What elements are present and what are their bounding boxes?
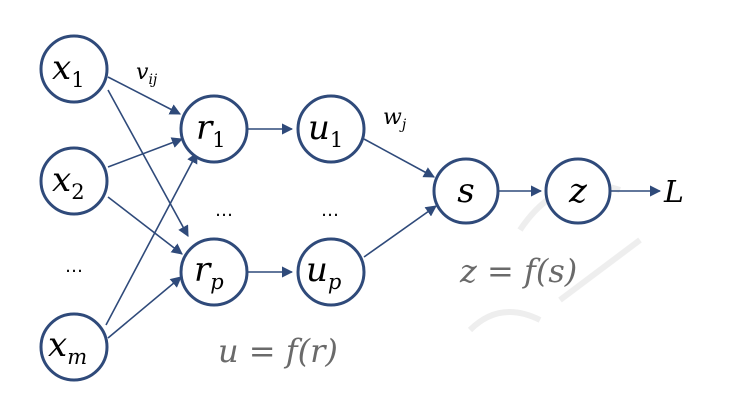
node-x1 — [39, 34, 109, 104]
node-xm — [39, 312, 109, 382]
ellipsis-hidden-u: … — [321, 200, 339, 221]
node-z — [544, 157, 612, 225]
edges-input-to-r — [105, 76, 198, 339]
label-output-L: L — [663, 175, 684, 210]
label-x1: x1 — [52, 48, 85, 92]
node-x2 — [39, 146, 109, 216]
edge-x1-r1 — [107, 76, 181, 115]
hidden-u-layer — [296, 94, 366, 307]
label-u1: u1 — [308, 108, 343, 152]
edge-xm-rp — [107, 276, 182, 339]
label-weight-w: wj — [383, 105, 407, 133]
node-s — [432, 157, 500, 225]
node-up — [296, 237, 366, 307]
label-z: z — [568, 171, 588, 211]
formula-z: z = f(s) — [459, 252, 577, 290]
ellipsis-hidden-r: … — [215, 200, 233, 221]
label-r1: r1 — [196, 108, 226, 152]
formula-u: u = f(r) — [218, 332, 338, 370]
label-weight-v: vij — [136, 60, 158, 88]
label-rp: rp — [194, 250, 224, 294]
label-s: s — [457, 171, 474, 211]
node-r1 — [179, 94, 249, 164]
edge-x2-rp — [107, 196, 183, 255]
edge-u1-s — [363, 138, 435, 178]
edge-up-s — [363, 205, 437, 258]
edge-xm-r1 — [105, 152, 198, 326]
input-layer — [39, 34, 109, 382]
label-x2: x2 — [52, 160, 85, 204]
ellipsis-input: … — [65, 256, 83, 277]
edge-x2-r1 — [107, 137, 184, 168]
edge-x1-rp — [107, 89, 189, 237]
label-up: up — [306, 250, 341, 294]
node-u1 — [296, 94, 366, 164]
node-rp — [179, 237, 249, 307]
edges-r-to-u — [248, 123, 294, 278]
edges-u-to-s — [363, 138, 437, 258]
hidden-r-layer — [179, 94, 249, 307]
label-xm: xm — [48, 325, 87, 369]
